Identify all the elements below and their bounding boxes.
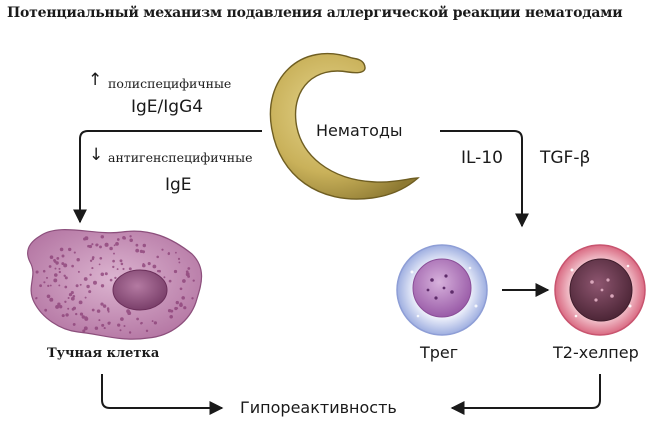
down-arrow-symbol: ↓: [89, 145, 104, 165]
ige-label: IgE: [165, 175, 192, 195]
th2-label: Т2-хелпер: [553, 343, 639, 362]
arrow-mast-to-outcome: [101, 374, 224, 415]
mast-cell-illustration: [27, 229, 203, 340]
polyspecific-label: полиспецифичные: [108, 76, 232, 91]
arrow-to-th2: [440, 130, 529, 228]
hyporeactivity-label: Гипореактивность: [240, 398, 397, 417]
diagram-arrows: [73, 130, 601, 415]
up-arrow-symbol: ↑: [88, 70, 103, 90]
diagram-title: Потенциальный механизм подавления аллерг…: [7, 5, 623, 21]
th2-cell-illustration: [554, 244, 646, 336]
antigen-specific-label: антигенспецифичные: [108, 150, 253, 165]
treg-cell-illustration: [396, 244, 488, 336]
mast-cell-label: Тучная клетка: [47, 346, 160, 361]
treg-label: Трег: [420, 343, 459, 362]
tgf-beta-label: TGF-β: [540, 148, 591, 168]
ige-igg4-label: IgE/IgG4: [131, 97, 204, 117]
arrow-th2-to-outcome: [450, 374, 601, 415]
nematode-illustration: [269, 52, 420, 200]
arrow-to-mast-cell: [73, 130, 262, 224]
nematodes-label: Нематоды: [316, 121, 403, 140]
il10-label: IL-10: [461, 148, 503, 168]
